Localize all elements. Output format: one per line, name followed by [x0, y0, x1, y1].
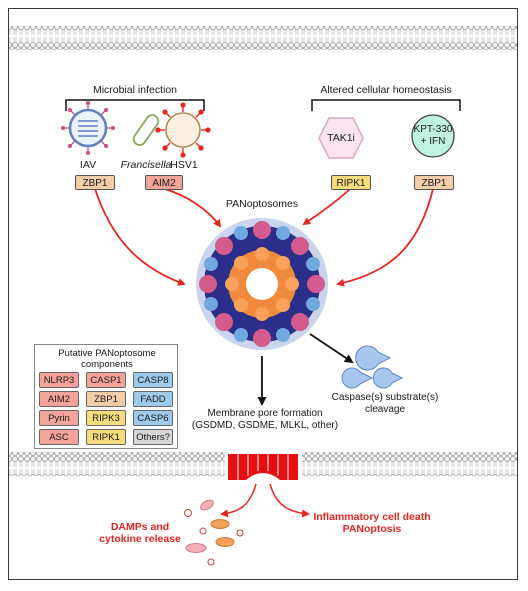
legend-cell-ripk3: RIPK3 — [86, 410, 126, 426]
label-kpt330: KPT-330 — [413, 124, 453, 135]
caspase-cleavage-arrow — [309, 333, 354, 364]
legend-cell-others: Others? — [133, 429, 173, 445]
bottom-membrane-left — [9, 452, 225, 476]
kpt330-ifn-circle-icon — [411, 114, 455, 158]
legend-cell-aim2: AIM2 — [39, 391, 79, 407]
pore-formation-line2: (GSDMD, GSDME, MLKL, other) — [191, 420, 339, 431]
label-ifn: + IFN — [420, 136, 446, 147]
cell-death-label-line2: PANoptosis — [342, 523, 402, 535]
caspase-cleavage-line2: cleavage — [364, 404, 406, 415]
legend-cell-nlrp3: NLRP3 — [39, 372, 79, 388]
legend-title-line1: Putative PANoptosome — [58, 348, 156, 359]
label-hsv1: HSV1 — [170, 159, 198, 171]
bracket-homeostasis — [311, 99, 461, 111]
header-microbial-infection: Microbial infection — [92, 84, 178, 96]
bracket-microbial — [65, 99, 205, 111]
membrane-pore-icon — [228, 454, 298, 480]
caspase-cleavage-line1: Caspase(s) substrate(s) — [331, 392, 439, 403]
legend-cell-pyrin: Pyrin — [39, 410, 79, 426]
header-altered-homeostasis: Altered cellular homeostasis — [320, 84, 452, 96]
top-membrane — [9, 26, 517, 50]
francisella-bacterium-icon — [132, 114, 160, 146]
legend-cell-ripk1: RIPK1 — [86, 429, 126, 445]
cell-death-arrow — [269, 483, 310, 518]
damps-release-arrow — [220, 483, 257, 518]
label-francisella: Francisella — [120, 159, 172, 171]
legend-cell-asc: ASC — [39, 429, 79, 445]
legend-cell-zbp1: ZBP1 — [86, 391, 126, 407]
legend-cell-fadd: FADD — [133, 391, 173, 407]
legend-cell-casp8: CASP8 — [133, 372, 173, 388]
sensor-box-zbp1-left: ZBP1 — [75, 175, 115, 190]
tak1i-hexagon-icon — [318, 117, 364, 159]
legend-cell-casp1: CASP1 — [86, 372, 126, 388]
cell-death-label-line1: Inflammatory cell death — [313, 511, 431, 523]
panoptosomes-title: PANoptosomes — [225, 198, 299, 210]
bottom-membrane-right — [302, 452, 517, 476]
legend-panoptosome-components: Putative PANoptosome components NLRP3 CA… — [34, 344, 178, 449]
sensor-box-zbp1-right: ZBP1 — [414, 175, 454, 190]
damps-label-line1: DAMPs and — [110, 521, 170, 533]
iav-virus-icon — [61, 101, 115, 155]
damp-particles-icon — [184, 499, 244, 566]
damps-label-line2: cytokine release — [99, 533, 181, 545]
panoptosome-complex-icon — [196, 218, 328, 350]
pore-subunit-lines — [237, 454, 289, 480]
activation-arrows — [94, 188, 434, 287]
label-iav: IAV — [79, 159, 97, 171]
hsv1-virus-icon — [155, 102, 211, 158]
sensor-box-aim2: AIM2 — [145, 175, 183, 190]
legend-title-line2: components — [81, 359, 133, 370]
caspase-substrate-icons — [341, 345, 404, 389]
sensor-box-ripk1: RIPK1 — [331, 175, 371, 190]
label-tak1i: TAK1i — [327, 132, 355, 144]
pore-formation-line1: Membrane pore formation — [207, 408, 323, 419]
legend-cell-casp6: CASP6 — [133, 410, 173, 426]
